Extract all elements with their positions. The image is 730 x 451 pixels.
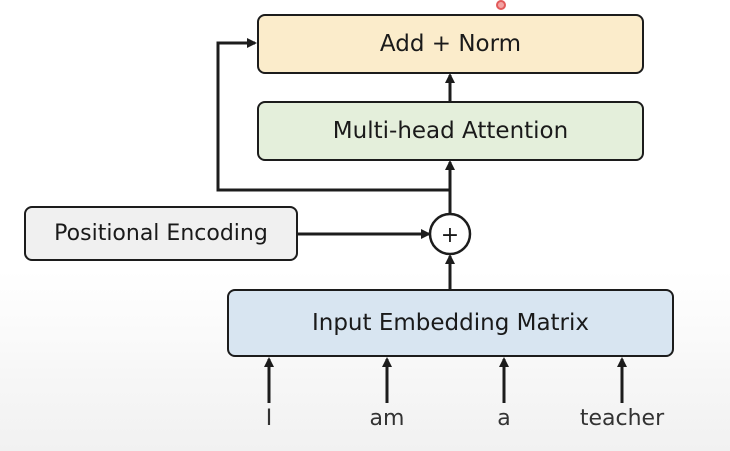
- input-embedding-label: Input Embedding Matrix: [311, 310, 590, 336]
- positional-encoding-block: Positional Encoding: [24, 206, 298, 261]
- input-embedding-block: Input Embedding Matrix: [227, 289, 674, 357]
- add-circle: [428, 212, 472, 256]
- token-am: am: [369, 406, 405, 431]
- token-teacher: teacher: [579, 406, 665, 431]
- add-norm-block: Add + Norm: [257, 14, 644, 74]
- positional-encoding-label: Positional Encoding: [54, 221, 268, 246]
- token-a: a: [497, 406, 511, 431]
- multi-head-attention-block: Multi-head Attention: [257, 101, 644, 161]
- multi-head-attention-label: Multi-head Attention: [332, 118, 569, 144]
- token-i: I: [265, 406, 273, 431]
- add-symbol: +: [441, 223, 459, 248]
- pointer-cursor-icon: [496, 0, 506, 10]
- residual-connection-arrow: [216, 38, 450, 192]
- add-norm-label: Add + Norm: [379, 31, 522, 57]
